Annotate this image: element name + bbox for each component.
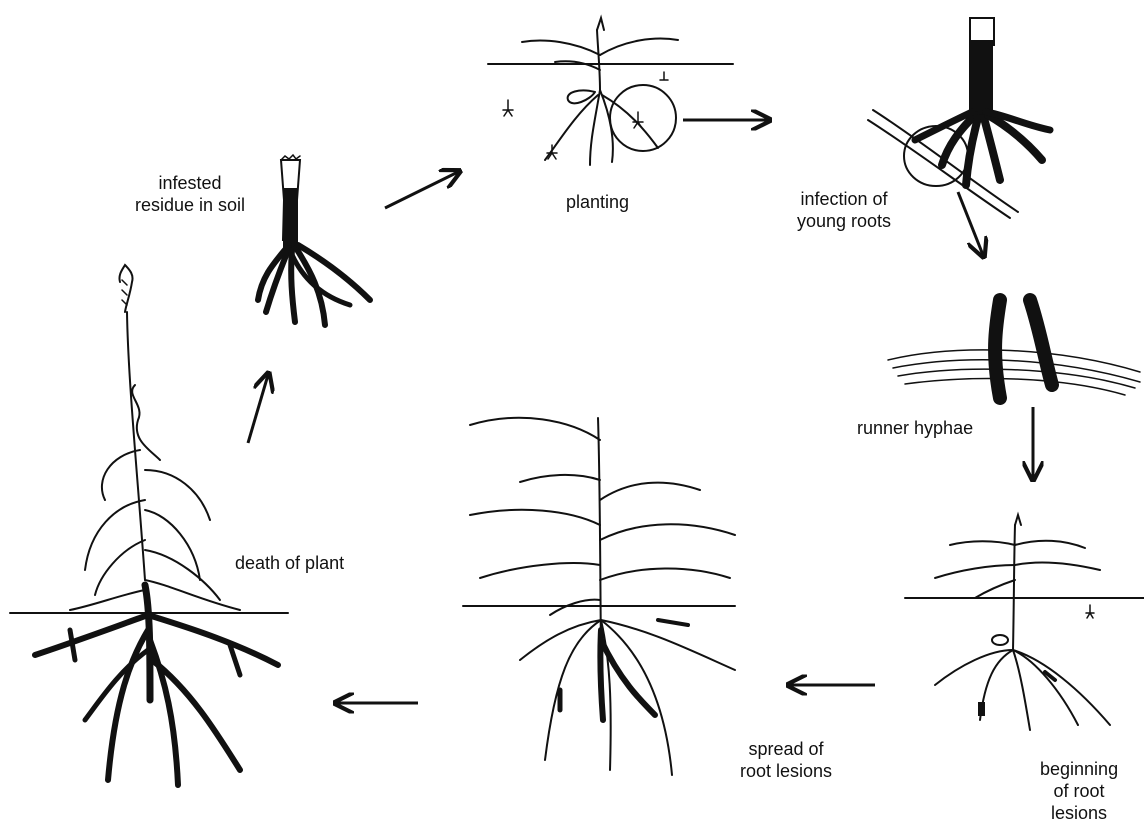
label-death-of-plant: death of plant <box>235 552 344 574</box>
label-planting: planting <box>566 191 629 213</box>
planting-drawing <box>488 18 733 165</box>
label-beginning-lesions: beginning of root lesions <box>1040 758 1118 824</box>
label-beginning-lesions-line1: beginning <box>1040 758 1118 780</box>
label-infested-residue-line1: infested <box>135 172 245 194</box>
label-infested-residue-line2: residue in soil <box>135 194 245 216</box>
label-infection-line2: young roots <box>797 210 891 232</box>
arrow-infection-to-hyphae <box>958 192 983 255</box>
label-beginning-lesions-line2: of root <box>1040 780 1118 802</box>
label-spread-lesions-line2: root lesions <box>740 760 832 782</box>
beginning-lesions-drawing <box>905 515 1144 730</box>
label-beginning-lesions-line3: lesions <box>1040 802 1118 824</box>
infested-residue-drawing <box>258 155 370 325</box>
spread-lesions-drawing <box>463 418 735 775</box>
arrow-residue-to-planting <box>385 172 458 208</box>
death-of-plant-drawing <box>10 265 288 785</box>
label-infested-residue: infested residue in soil <box>135 172 245 216</box>
label-spread-lesions: spread of root lesions <box>740 738 832 782</box>
arrow-death-to-residue <box>248 375 268 443</box>
label-spread-lesions-line1: spread of <box>740 738 832 760</box>
label-runner-hyphae: runner hyphae <box>857 417 973 439</box>
label-infection: infection of young roots <box>797 188 891 232</box>
infection-drawing <box>868 18 1050 218</box>
runner-hyphae-drawing <box>888 300 1140 398</box>
cycle-arrows <box>248 120 1033 703</box>
label-infection-line1: infection of <box>797 188 891 210</box>
